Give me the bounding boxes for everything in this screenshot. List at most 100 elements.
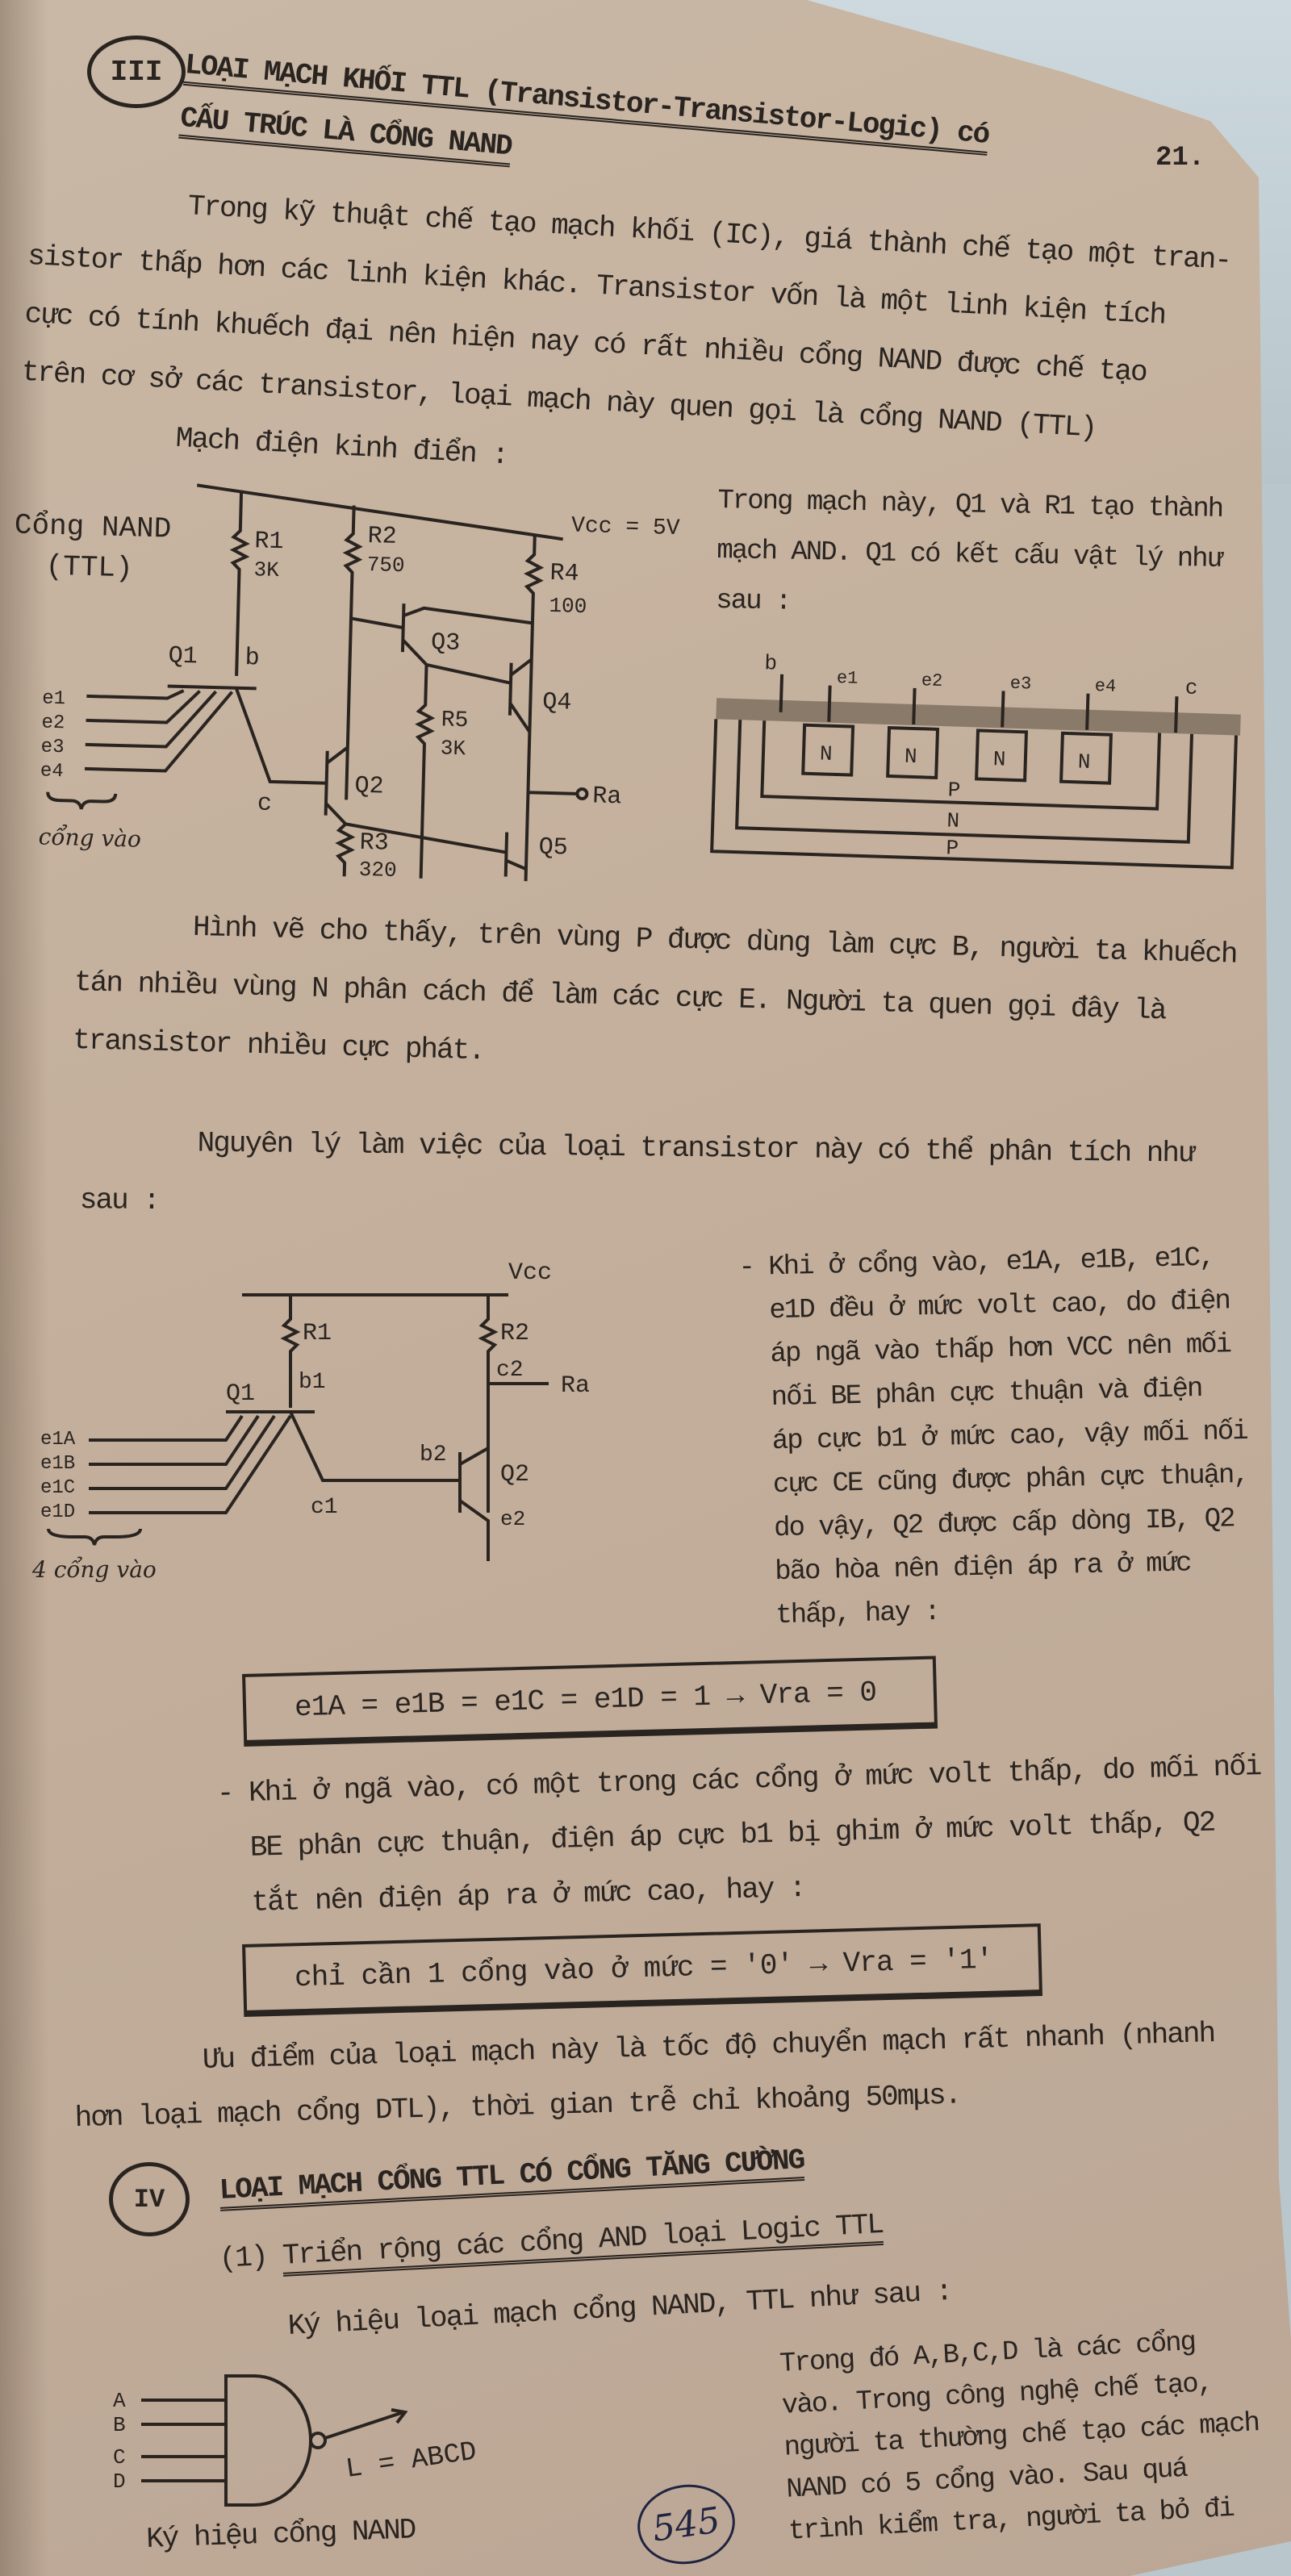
resistor-r1 [280, 1295, 301, 1408]
n-region [801, 723, 855, 777]
base-terminal-label: b [764, 651, 778, 675]
n-label: N [820, 741, 834, 766]
transistors-q1-q2-q5 [167, 684, 527, 877]
page-gutter-shadow [0, 0, 48, 2576]
q2-label: Q2 [354, 773, 384, 801]
structure-text: Trong mạch này, Q1 và R1 tạo thành mạch A… [716, 476, 1223, 635]
input-label-e3: e3 [40, 736, 65, 758]
formula-text: chỉ cần 1 cổng vào ở mức = '0' → Vra = '… [294, 1943, 993, 1994]
n-layer-label: N [946, 808, 960, 833]
input-label-e4: e4 [40, 760, 65, 783]
output-terminal [575, 787, 589, 801]
handwritten-page-number-text: 545 [650, 2499, 723, 2550]
gate-input-a: A [113, 2389, 126, 2413]
handwritten-page-number: 545 [632, 2478, 741, 2570]
input-label-e1c: e1C [40, 1477, 75, 1499]
subsection-number: (1) [218, 2240, 268, 2276]
principle-paragraph: Nguyên lý làm việc của loại transistor n… [79, 1113, 1194, 1241]
input-lines [89, 1414, 292, 1514]
q3-label: Q3 [431, 629, 461, 658]
base-label: b [244, 645, 260, 672]
resistor-r2-r3-branch [335, 505, 363, 877]
subsection-title: Triển rộng các cổng AND loại Logic TTL [282, 2207, 884, 2277]
inputs-label: 4 cổng vào [31, 1556, 157, 1583]
q1-label: Q1 [168, 643, 198, 671]
input-label-e1b: e1B [40, 1453, 75, 1475]
p-label: P [947, 778, 961, 802]
q5-label: Q5 [538, 834, 568, 862]
advantage-paragraph: Ưu điểm của loại mạch này là tốc độ chuy… [74, 2006, 1217, 2143]
gate-input-d: D [113, 2470, 126, 2494]
multi-emitter-transistor-cross-section: N N N N P N P b e1 e2 e3 e4 c [710, 651, 1241, 870]
input-label-e1d: e1D [40, 1501, 75, 1523]
text-line: sau : [715, 585, 791, 618]
r4-label: R4 [549, 560, 579, 588]
emitter-label: e3 [1009, 674, 1031, 695]
formula-text: e1A = e1B = e1C = e1D = 1 → Vra = 0 [294, 1675, 877, 1724]
output-label: Ra [592, 783, 622, 811]
section-numeral-iii: III [87, 35, 186, 108]
figure-explanation: Hình vẽ cho thấy, trên vùng P được dùng … [72, 896, 1237, 1100]
page-number: 21. [1155, 143, 1205, 173]
r5-value: 3K [440, 736, 466, 761]
n-label: N [1077, 749, 1091, 774]
q1-label: Q1 [226, 1380, 255, 1408]
gate-output-expression: L = ABCD [344, 2437, 478, 2486]
case-low-paragraph: - Khi ở ngã vào, có một trong các cổng ở… [216, 1739, 1264, 1931]
section4-title-text: LOẠI MẠCH CỔNG TTL CÓ CỔNG TĂNG CƯỜNG [218, 2144, 805, 2211]
r2-value: 750 [366, 553, 405, 578]
multi-emitter-transistor-circuit: Vcc R1 R2 Ra Q1 b1 c1 b2 c2 Q2 e2 e1A e1… [31, 1259, 590, 1583]
transistors-q3-q4 [350, 603, 533, 879]
collector-terminal-label: c [1184, 676, 1198, 700]
inputs-label: cổng vào [38, 823, 141, 852]
ttl-nand-circuit-diagram: Cổng NAND (TTL) Vcc = 5V R1 3K R2 750 R3… [14, 483, 680, 883]
text-line: Trong mạch này, Q1 và R1 tạo thành [717, 485, 1223, 525]
gate-input-lines [141, 2399, 226, 2482]
b1-label: b1 [299, 1370, 326, 1395]
output-line [528, 791, 577, 795]
resistor-r2 [478, 1295, 499, 1513]
e2-label: e2 [500, 1507, 525, 1531]
r3-value: 320 [358, 858, 397, 883]
resistor-r4-branch [524, 534, 545, 882]
vcc-label: Vcc [508, 1259, 552, 1287]
c2-label: c2 [496, 1358, 524, 1383]
emitter-label: e1 [837, 668, 859, 689]
text-line: sau : [79, 1183, 160, 1218]
n-label: N [992, 747, 1006, 771]
r2-label: R2 [500, 1320, 529, 1347]
layer-boundaries [710, 719, 1238, 870]
r1-label: R1 [303, 1320, 332, 1347]
nand-symbol-caption: Ký hiệu cổng NAND [145, 2513, 416, 2556]
gate-input-c: C [113, 2445, 126, 2470]
gate-input-b: B [113, 2413, 126, 2437]
r5-label: R5 [441, 708, 468, 733]
circuit-label: (TTL) [45, 550, 133, 586]
output-arrow [324, 2408, 408, 2440]
nand-gate-body [224, 2374, 312, 2507]
n-region [886, 725, 940, 779]
r1-value: 3K [253, 557, 279, 582]
n-region [1059, 731, 1113, 785]
vcc-label: Vcc = 5V [571, 514, 680, 542]
p-substrate-label: P [946, 836, 959, 860]
r2-label: R2 [367, 523, 397, 551]
n-label: N [904, 745, 917, 769]
collector-label: c [257, 791, 272, 818]
input-lines [84, 689, 234, 773]
text-line: mạch AND. Q1 có kết cấu vật lý như [717, 535, 1222, 575]
q2-label: Q2 [500, 1461, 529, 1488]
formula-box-low: chỉ cần 1 cổng vào ở mức = '0' → Vra = '… [242, 1923, 1043, 2017]
n-region [975, 729, 1029, 783]
input-label-e1a: e1A [40, 1429, 76, 1451]
b2-label: b2 [420, 1442, 447, 1468]
case-high-paragraph: - Khi ở cổng vào, e1A, e1B, e1C, e1D đều… [738, 1236, 1251, 1639]
c1-label: c1 [311, 1495, 338, 1520]
section-numeral-text: III [110, 55, 163, 89]
input-label-e2: e2 [41, 712, 65, 734]
r1-label: R1 [254, 528, 284, 556]
circuit-label: Cổng NAND [14, 508, 171, 546]
resistor-r1 [229, 490, 250, 676]
q4-label: Q4 [542, 689, 572, 717]
